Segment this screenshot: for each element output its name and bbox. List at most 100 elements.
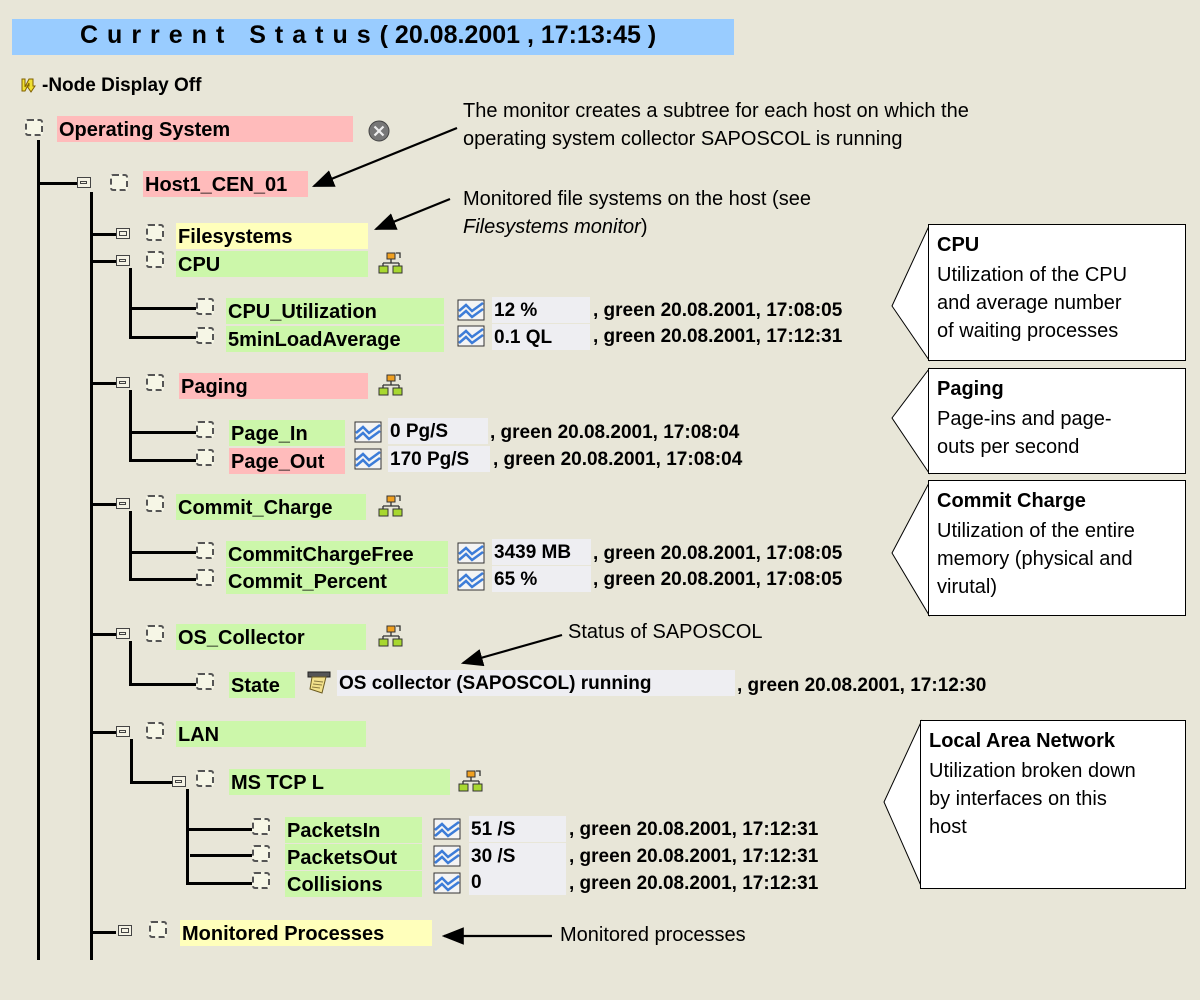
callout-paging: Paging Page-ins and page- outs per secon… bbox=[928, 368, 1186, 474]
select-checkbox[interactable] bbox=[196, 298, 214, 315]
performance-chart-icon[interactable] bbox=[457, 569, 485, 591]
node-state[interactable]: State bbox=[229, 672, 295, 698]
analysis-method-icon[interactable] bbox=[378, 495, 404, 519]
node-packets-out[interactable]: PacketsOut bbox=[285, 844, 422, 870]
node-display-toggle[interactable]: -Node Display Off bbox=[20, 75, 201, 97]
node-lan[interactable]: LAN bbox=[176, 721, 366, 747]
tree-line bbox=[130, 739, 133, 784]
performance-chart-icon[interactable] bbox=[433, 845, 461, 867]
node-commit-percent[interactable]: Commit_Percent bbox=[226, 568, 448, 594]
node-host[interactable]: Host1_CEN_01 bbox=[143, 171, 308, 197]
inactive-x-icon[interactable] bbox=[368, 120, 390, 142]
select-checkbox[interactable] bbox=[196, 542, 214, 559]
select-checkbox[interactable] bbox=[146, 495, 164, 512]
metric-status: , green 20.08.2001, 17:08:04 bbox=[493, 449, 743, 470]
filesystems-monitor-ref: Filesystems monitor bbox=[463, 216, 641, 238]
performance-chart-icon[interactable] bbox=[433, 818, 461, 840]
metric-value: 65 % bbox=[492, 566, 591, 592]
metric-status: , green 20.08.2001, 17:12:31 bbox=[569, 819, 819, 840]
title-datetime: ( 20.08.2001 , 17:13:45 ) bbox=[379, 21, 657, 49]
tree-line bbox=[129, 511, 132, 581]
tree-line bbox=[129, 459, 197, 462]
metric-status: , green 20.08.2001, 17:08:05 bbox=[593, 300, 843, 321]
tree-line bbox=[129, 551, 197, 554]
metric-value: 51 /S bbox=[469, 816, 566, 842]
performance-chart-icon[interactable] bbox=[433, 872, 461, 894]
title-label: Current Status bbox=[80, 21, 380, 49]
collapse-folder-icon[interactable] bbox=[172, 776, 186, 787]
select-checkbox[interactable] bbox=[146, 224, 164, 241]
node-page-out[interactable]: Page_Out bbox=[229, 448, 345, 474]
select-checkbox[interactable] bbox=[196, 421, 214, 438]
node-commit-charge-free[interactable]: CommitChargeFree bbox=[226, 541, 448, 567]
select-checkbox[interactable] bbox=[146, 625, 164, 642]
page-title: Current Status( 20.08.2001 , 17:13:45 ) bbox=[80, 21, 656, 50]
title-bar bbox=[12, 19, 734, 55]
analysis-method-icon[interactable] bbox=[458, 770, 484, 794]
performance-chart-icon[interactable] bbox=[457, 299, 485, 321]
performance-chart-icon[interactable] bbox=[354, 421, 382, 443]
node-cpu-utilization[interactable]: CPU_Utilization bbox=[226, 298, 444, 324]
processes-note: Monitored processes bbox=[560, 924, 746, 946]
host-note-line: The monitor creates a subtree for each h… bbox=[463, 100, 969, 122]
select-checkbox[interactable] bbox=[196, 569, 214, 586]
select-checkbox[interactable] bbox=[252, 872, 270, 889]
select-checkbox[interactable] bbox=[146, 374, 164, 391]
collapse-folder-icon[interactable] bbox=[116, 377, 130, 388]
callout-line: of waiting processes bbox=[937, 320, 1119, 342]
performance-chart-icon[interactable] bbox=[457, 325, 485, 347]
host-note: The monitor creates a subtree for each h… bbox=[463, 97, 969, 153]
node-operating-system[interactable]: Operating System bbox=[57, 116, 353, 142]
select-checkbox[interactable] bbox=[149, 921, 167, 938]
node-collisions[interactable]: Collisions bbox=[285, 871, 422, 897]
select-checkbox[interactable] bbox=[196, 327, 214, 344]
tree-line bbox=[90, 233, 116, 236]
collapse-folder-icon[interactable] bbox=[116, 628, 130, 639]
select-checkbox[interactable] bbox=[196, 449, 214, 466]
select-checkbox[interactable] bbox=[146, 251, 164, 268]
node-cpu[interactable]: CPU bbox=[176, 251, 368, 277]
tree-line bbox=[190, 854, 254, 857]
node-filesystems[interactable]: Filesystems bbox=[176, 223, 368, 249]
node-page-in[interactable]: Page_In bbox=[229, 420, 345, 446]
analysis-method-icon[interactable] bbox=[378, 625, 404, 649]
performance-chart-icon[interactable] bbox=[354, 448, 382, 470]
expand-folder-icon[interactable] bbox=[116, 228, 130, 239]
tree-line bbox=[186, 789, 189, 885]
performance-chart-icon[interactable] bbox=[457, 542, 485, 564]
collapse-folder-icon[interactable] bbox=[116, 498, 130, 509]
select-checkbox[interactable] bbox=[146, 722, 164, 739]
metric-value: 0 Pg/S bbox=[388, 418, 488, 444]
tree-line bbox=[186, 882, 254, 885]
node-packets-in[interactable]: PacketsIn bbox=[285, 817, 422, 843]
node-commit-charge[interactable]: Commit_Charge bbox=[176, 494, 366, 520]
metric-value: 30 /S bbox=[469, 843, 566, 869]
select-checkbox[interactable] bbox=[25, 119, 43, 136]
node-ms-tcp-l[interactable]: MS TCP L bbox=[229, 769, 450, 795]
select-checkbox[interactable] bbox=[110, 174, 128, 191]
node-5min-load-average[interactable]: 5minLoadAverage bbox=[226, 326, 444, 352]
collapse-folder-icon[interactable] bbox=[77, 177, 91, 188]
select-checkbox[interactable] bbox=[252, 818, 270, 835]
tree-line bbox=[37, 140, 40, 960]
callout-line: and average number bbox=[937, 292, 1122, 314]
collapse-folder-icon[interactable] bbox=[116, 726, 130, 737]
node-monitored-processes[interactable]: Monitored Processes bbox=[180, 920, 432, 946]
node-paging[interactable]: Paging bbox=[179, 373, 368, 399]
collapse-folder-icon[interactable] bbox=[116, 255, 130, 266]
select-checkbox[interactable] bbox=[196, 770, 214, 787]
select-checkbox[interactable] bbox=[252, 845, 270, 862]
tree-line bbox=[129, 578, 197, 581]
analysis-method-icon[interactable] bbox=[378, 374, 404, 398]
callout-title: Commit Charge bbox=[937, 490, 1086, 512]
node-os-collector[interactable]: OS_Collector bbox=[176, 624, 366, 650]
metric-status: , green 20.08.2001, 17:12:31 bbox=[593, 326, 843, 347]
analysis-method-icon[interactable] bbox=[378, 252, 404, 276]
callout-title: CPU bbox=[937, 234, 980, 256]
expand-folder-icon[interactable] bbox=[118, 925, 132, 936]
select-checkbox[interactable] bbox=[196, 673, 214, 690]
text-attribute-icon[interactable] bbox=[307, 671, 331, 695]
tree-line bbox=[129, 268, 132, 339]
tree-line bbox=[186, 828, 254, 831]
